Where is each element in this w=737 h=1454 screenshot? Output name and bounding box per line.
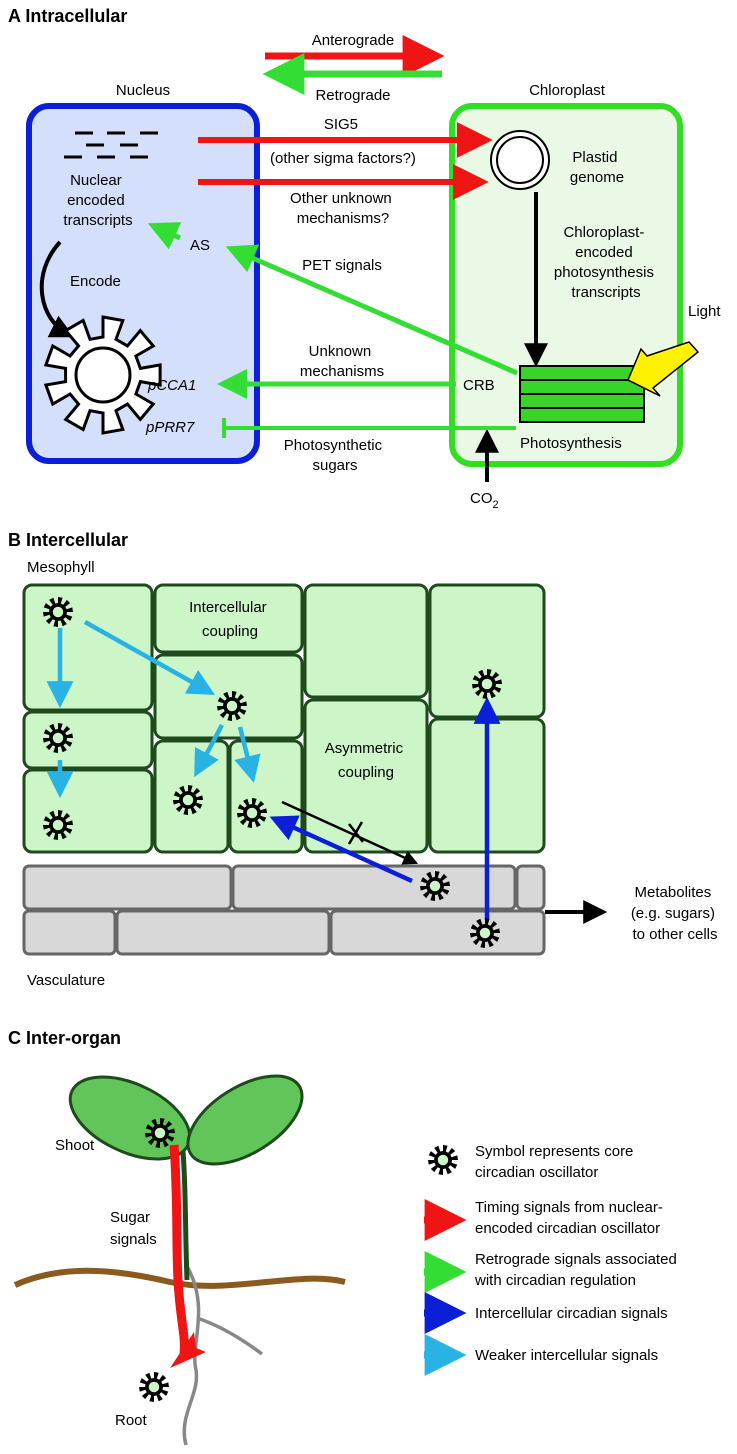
oscillator-core [51, 818, 65, 832]
nucleus-label: Nucleus [116, 82, 170, 99]
legend-item-retrograde: Retrograde signals associated with circa… [474, 1251, 681, 1289]
soil-line [13, 1267, 346, 1289]
thylakoid-stack [519, 365, 645, 423]
legend: Symbol represents core circadian oscilla… [424, 1143, 681, 1376]
weak-signal-arrows [46, 620, 261, 799]
legend-item-intercellular: Intercellular circadian signals [475, 1305, 668, 1322]
oscillator-core [51, 605, 65, 619]
oscillator-core [225, 699, 239, 713]
photosynthetic-sugars-label: Photosynthetic sugars [284, 437, 387, 474]
vasculature-label: Vasculature [27, 972, 105, 989]
oscillator-core [181, 793, 195, 807]
panel-a: A Intracellular Anterograde Retrograde N… [8, 6, 721, 511]
sugar-signals-label: Sugar signals [110, 1209, 157, 1248]
panel-c-title: C Inter-organ [8, 1028, 121, 1048]
shoot-oscillator-icon [145, 1118, 175, 1148]
oscillator-icon [420, 871, 450, 901]
pprr7-label: pPRR7 [145, 419, 195, 436]
chloroplast-transcripts-label: Chloroplast- encoded photosynthesis tran… [554, 224, 658, 301]
vasculature-cells [22, 864, 546, 956]
cyan-arrow-4 [194, 723, 224, 778]
root-oscillator-icon [139, 1372, 169, 1402]
stem [179, 1139, 190, 1281]
cyan-arrow-5 [234, 726, 261, 783]
nucleus-oscillator-icon [43, 315, 162, 435]
oscillator-icon [470, 918, 500, 948]
oscillator-icon [43, 810, 73, 840]
as-label: AS [190, 237, 210, 254]
oscillator-core [428, 879, 442, 893]
shoot-label: Shoot [55, 1137, 95, 1154]
legend-item-timing: Timing signals from nuclear- encoded cir… [475, 1199, 667, 1237]
photosynthesis-label: Photosynthesis [520, 435, 622, 452]
intercellular-coupling-label: Intercellular coupling [189, 599, 271, 640]
other-mechanisms-label: Other unknown mechanisms? [290, 190, 396, 227]
chloroplast-label: Chloroplast [529, 82, 606, 99]
oscillator-core [436, 1153, 450, 1167]
legend-item-weaker: Weaker intercellular signals [475, 1347, 658, 1364]
plastid-genome-label: Plastid genome [570, 149, 624, 186]
unknown-mechanisms-label: Unknown mechanisms [300, 343, 384, 380]
encode-arrow [39, 240, 75, 338]
crb-label: CRB [463, 377, 495, 394]
root-label: Root [115, 1412, 148, 1429]
panel-a-title: A Intracellular [8, 6, 127, 26]
metabolites-label: Metabolites (e.g. sugars) to other cells [631, 884, 719, 943]
mesophyll-cells [22, 583, 546, 854]
root-main [182, 1267, 201, 1446]
block-cross-2 [347, 821, 364, 845]
co2-label: CO2 [470, 490, 499, 511]
oscillator-icon [43, 597, 73, 627]
root-branch [196, 1316, 264, 1356]
oscillator-icon [237, 798, 267, 828]
oscillator-core [245, 806, 259, 820]
oscillator-core [153, 1126, 167, 1140]
anterograde-label: Anterograde [312, 32, 395, 49]
oscillator-core [51, 731, 65, 745]
mesophyll-label: Mesophyll [27, 559, 95, 576]
blue-arrow-asymmetric [269, 815, 413, 884]
cyan-arrow-3 [83, 620, 216, 695]
oscillator-core [74, 346, 132, 404]
as-arrow [147, 222, 182, 250]
pcca1-label: pCCA1 [147, 377, 196, 394]
oscillator-icon [173, 785, 203, 815]
oscillator-icon [43, 723, 73, 753]
oscillator-core [147, 1380, 161, 1394]
light-label: Light [688, 303, 721, 320]
plastid-genome-inner [496, 136, 544, 184]
right-cotyledon [186, 1074, 304, 1166]
legend-oscillator-icon [428, 1145, 458, 1175]
sugar-signal-arrow [169, 1144, 189, 1355]
asymmetric-coupling-label: Asymmetric coupling [325, 740, 408, 781]
oscillator-icon [472, 669, 502, 699]
encode-label: Encode [70, 273, 121, 290]
legend-item-oscillator: Symbol represents core circadian oscilla… [475, 1143, 638, 1181]
blocked-coupling-arrow [281, 800, 419, 865]
panel-b-title: B Intercellular [8, 530, 128, 550]
light-arrow [627, 341, 700, 397]
transcript-dashes [64, 131, 158, 159]
panel-b: B Intercellular Mesophyll Intercellular [8, 530, 719, 989]
oscillator-core [478, 926, 492, 940]
sugar-signal-arrowhead [170, 1332, 206, 1368]
retrograde-label: Retrograde [315, 87, 390, 104]
pet-signals-label: PET signals [302, 257, 382, 274]
left-cotyledon [68, 1075, 192, 1161]
oscillator-icon [217, 691, 247, 721]
panel-c: C Inter-organ Shoot Sugar signals Root S… [8, 1028, 681, 1446]
oscillator-core [480, 677, 494, 691]
sig5-label: SIG5 (other sigma factors?) [270, 116, 416, 167]
pet-signals-arrow [225, 244, 518, 376]
nuclear-transcripts-label: Nuclear encoded transcripts [63, 172, 132, 229]
